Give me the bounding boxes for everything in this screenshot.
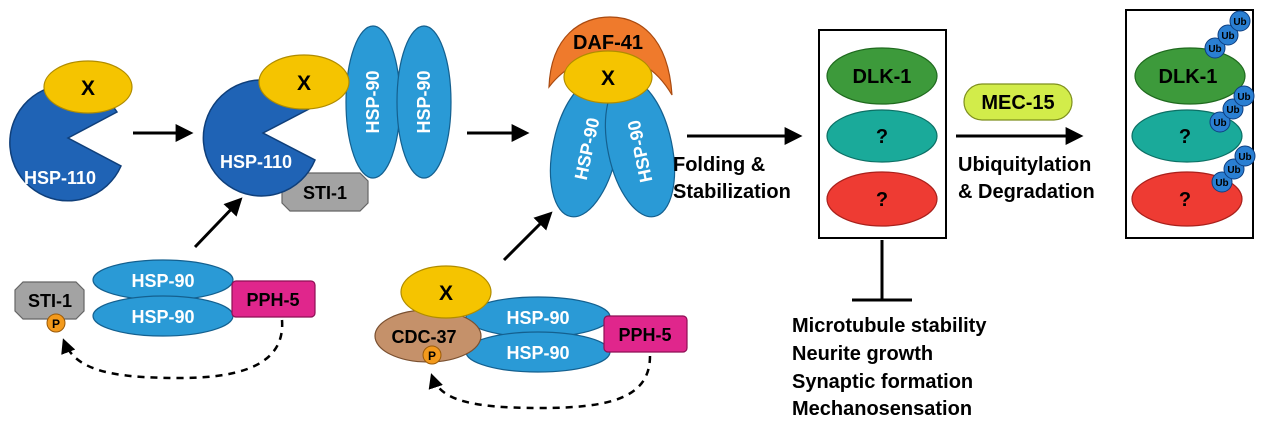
mec15-pill [963,83,1073,121]
ub-label: Ub [1221,31,1234,42]
ub-label: Ub [1208,44,1221,55]
client-box-stabilized: DLK-1 ? ? [818,29,947,239]
client-x-3 [563,50,653,104]
outcome-item: Neurite growth [792,343,933,365]
ub-chain-red: Ub Ub Ub [1211,145,1256,193]
hsp90-horizontal-top-label: HSP-90 [131,271,194,291]
dephospho-arrow-cdc37 [428,355,652,410]
hsp90-cdc-bottom-label: HSP-90 [506,343,569,363]
pph5-label-2: PPH-5 [618,325,671,345]
client-x-label: X [81,77,95,100]
folding-label-line-1: Folding & [673,154,765,176]
hsp90-horizontal-bottom-label: HSP-90 [131,307,194,327]
complex-daf41-hsp90: HSP-90 HSP-90 DAF-41 X [548,16,676,218]
ubiquitin-bead [1234,145,1256,167]
ubiquitin-bead [1204,37,1226,59]
ub-label: Ub [1226,105,1239,116]
hsp90-cdc-top-label: HSP-90 [506,308,569,328]
outcome-list: Microtubule stability Neurite growth Syn… [792,315,987,420]
phospho-site-cdc37 [422,345,442,365]
sti1-label: STI-1 [303,183,347,203]
red-client-label: ? [876,189,888,211]
client-x-4-label: X [439,282,453,305]
hsp110-label-2: HSP-110 [220,152,292,172]
client-x-2-label: X [297,72,311,95]
hsp90-right-label: HSP-90 [414,70,434,133]
teal-client-ub-label: ? [1179,126,1191,148]
dlk1-client-ub [1134,47,1246,105]
ub-chain-teal: Ub Ub Ub [1209,85,1255,133]
complex-hsp110-x: X HSP-110 [9,60,133,202]
ubiquitin-bead [1217,24,1239,46]
outcome-item: Mechanosensation [792,398,972,420]
dlk1-client [826,47,938,105]
complex-sti1-pph5: HSP-90 HSP-90 STI-1 P PPH-5 [14,259,316,380]
ubiquitin-bead [1233,85,1255,107]
complex-cdc37-pph5: HSP-90 HSP-90 PPH-5 CDC-37 X P [374,265,688,410]
mec15-label: MEC-15 [981,92,1054,114]
phospho-label-cdc37: P [428,349,436,363]
ubiquitylation-label-line-1: Ubiquitylation [958,154,1091,176]
hsp90-left-label: HSP-90 [363,70,383,133]
client-x [43,60,133,114]
pph5-box [231,280,316,318]
ub-label: Ub [1227,165,1240,176]
dlk1-ub-label: DLK-1 [1159,66,1218,88]
ub-chain-dlk1: Ub Ub Ub [1204,10,1251,59]
cdc37-label: CDC-37 [391,327,456,347]
arrow-sti1-recruit [193,197,243,249]
ub-label: Ub [1233,17,1246,28]
folding-label-line-2: Stabilization [673,181,791,203]
pph5-label: PPH-5 [246,290,299,310]
pph5-box-2 [603,315,688,353]
dephospho-arrow-sti1 [61,319,284,380]
hsp110-label: HSP-110 [24,168,96,188]
ub-label: Ub [1215,178,1228,189]
ubiquitin-bead [1229,10,1251,32]
phospho-site-sti1 [46,313,66,333]
outcome-item: Synaptic formation [792,371,973,393]
ubiquitin-bead [1209,111,1231,133]
arrow-cdc37-recruit [502,211,553,262]
client-x-3-label: X [601,67,615,90]
ub-label: Ub [1237,92,1250,103]
client-x-2 [258,54,350,110]
hsp90-right [396,25,452,179]
client-x-4 [400,265,492,319]
red-client-ub-label: ? [1179,189,1191,211]
ubiquitylation-label-line-2: & Degradation [958,181,1095,203]
teal-client-label: ? [876,126,888,148]
client-box-ubiquitylated: DLK-1 ? ? Ub Ub Ub Ub Ub Ub Ub Ub [1125,9,1256,239]
daf41-label: DAF-41 [573,32,643,54]
ub-label: Ub [1238,152,1251,163]
outcome-item: Microtubule stability [792,315,987,337]
phospho-label-sti1: P [52,317,60,331]
dlk1-label: DLK-1 [853,66,912,88]
mec15-step: MEC-15 Ubiquitylation & Degradation [956,83,1095,203]
sti1-tag-2 [14,281,85,320]
teal-client [826,109,938,163]
red-client [826,171,938,227]
ubiquitin-bead [1211,171,1233,193]
ub-label: Ub [1213,118,1226,129]
complex-hsp110-hsp90-sti1: STI-1 HSP-110 HSP-90 HSP-90 X [202,25,452,212]
sti1-label-2: STI-1 [28,291,72,311]
